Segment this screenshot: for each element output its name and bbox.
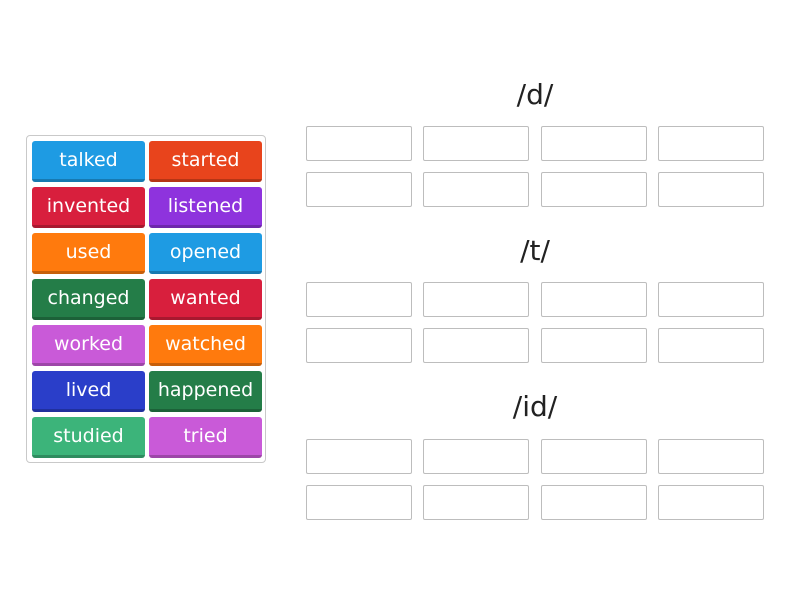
word-tile[interactable]: opened [149, 233, 262, 274]
drop-slot-d[interactable] [541, 126, 647, 161]
drop-slot-d[interactable] [423, 172, 529, 207]
word-tile[interactable]: used [32, 233, 145, 274]
drop-slot-id[interactable] [658, 439, 764, 474]
drop-slot-t[interactable] [306, 328, 412, 363]
word-tile[interactable]: lived [32, 371, 145, 412]
word-tile[interactable]: studied [32, 417, 145, 458]
word-tile[interactable]: tried [149, 417, 262, 458]
drop-slot-id[interactable] [423, 439, 529, 474]
word-tile[interactable]: listened [149, 187, 262, 228]
word-bank: talked started invented listened used op… [26, 135, 266, 463]
category-label-d: /d/ [516, 78, 554, 111]
category-label-t: /t/ [520, 234, 550, 267]
drop-slot-t[interactable] [541, 282, 647, 317]
drop-slot-id[interactable] [306, 439, 412, 474]
word-tile[interactable]: worked [32, 325, 145, 366]
drop-slot-id[interactable] [658, 485, 764, 520]
word-tile[interactable]: wanted [149, 279, 262, 320]
drop-slot-d[interactable] [658, 126, 764, 161]
drop-slot-t[interactable] [423, 328, 529, 363]
drop-slot-t[interactable] [541, 328, 647, 363]
drop-slot-d[interactable] [541, 172, 647, 207]
category-label-id: /id/ [512, 390, 558, 423]
drop-slot-d[interactable] [423, 126, 529, 161]
word-tile[interactable]: started [149, 141, 262, 182]
drop-slot-t[interactable] [423, 282, 529, 317]
drop-slot-t[interactable] [658, 282, 764, 317]
word-tile[interactable]: watched [149, 325, 262, 366]
word-tile[interactable]: invented [32, 187, 145, 228]
word-tile[interactable]: talked [32, 141, 145, 182]
drop-slot-id[interactable] [541, 485, 647, 520]
drop-slot-id[interactable] [423, 485, 529, 520]
drop-slot-t[interactable] [306, 282, 412, 317]
drop-slot-id[interactable] [541, 439, 647, 474]
word-tile[interactable]: changed [32, 279, 145, 320]
drop-slot-d[interactable] [306, 172, 412, 207]
drop-slot-d[interactable] [658, 172, 764, 207]
drop-slot-t[interactable] [658, 328, 764, 363]
drop-slot-d[interactable] [306, 126, 412, 161]
word-tile[interactable]: happened [149, 371, 262, 412]
drop-slot-id[interactable] [306, 485, 412, 520]
